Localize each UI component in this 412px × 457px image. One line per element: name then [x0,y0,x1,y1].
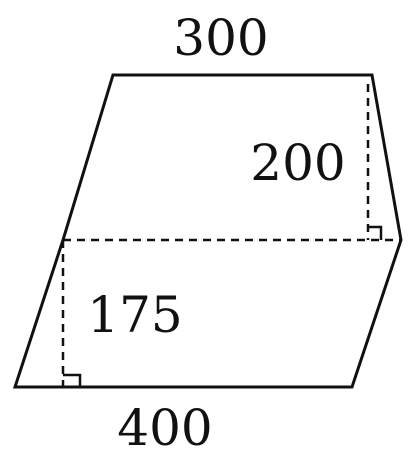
lower-right-angle-marker [63,373,82,387]
top-side-label: 300 [173,9,268,67]
outer-outline [12,73,403,389]
upper-right-angle-marker [368,225,383,240]
lower-height-label: 175 [87,286,182,344]
upper-height-label: 200 [250,134,345,192]
bottom-side-label: 400 [117,399,212,457]
